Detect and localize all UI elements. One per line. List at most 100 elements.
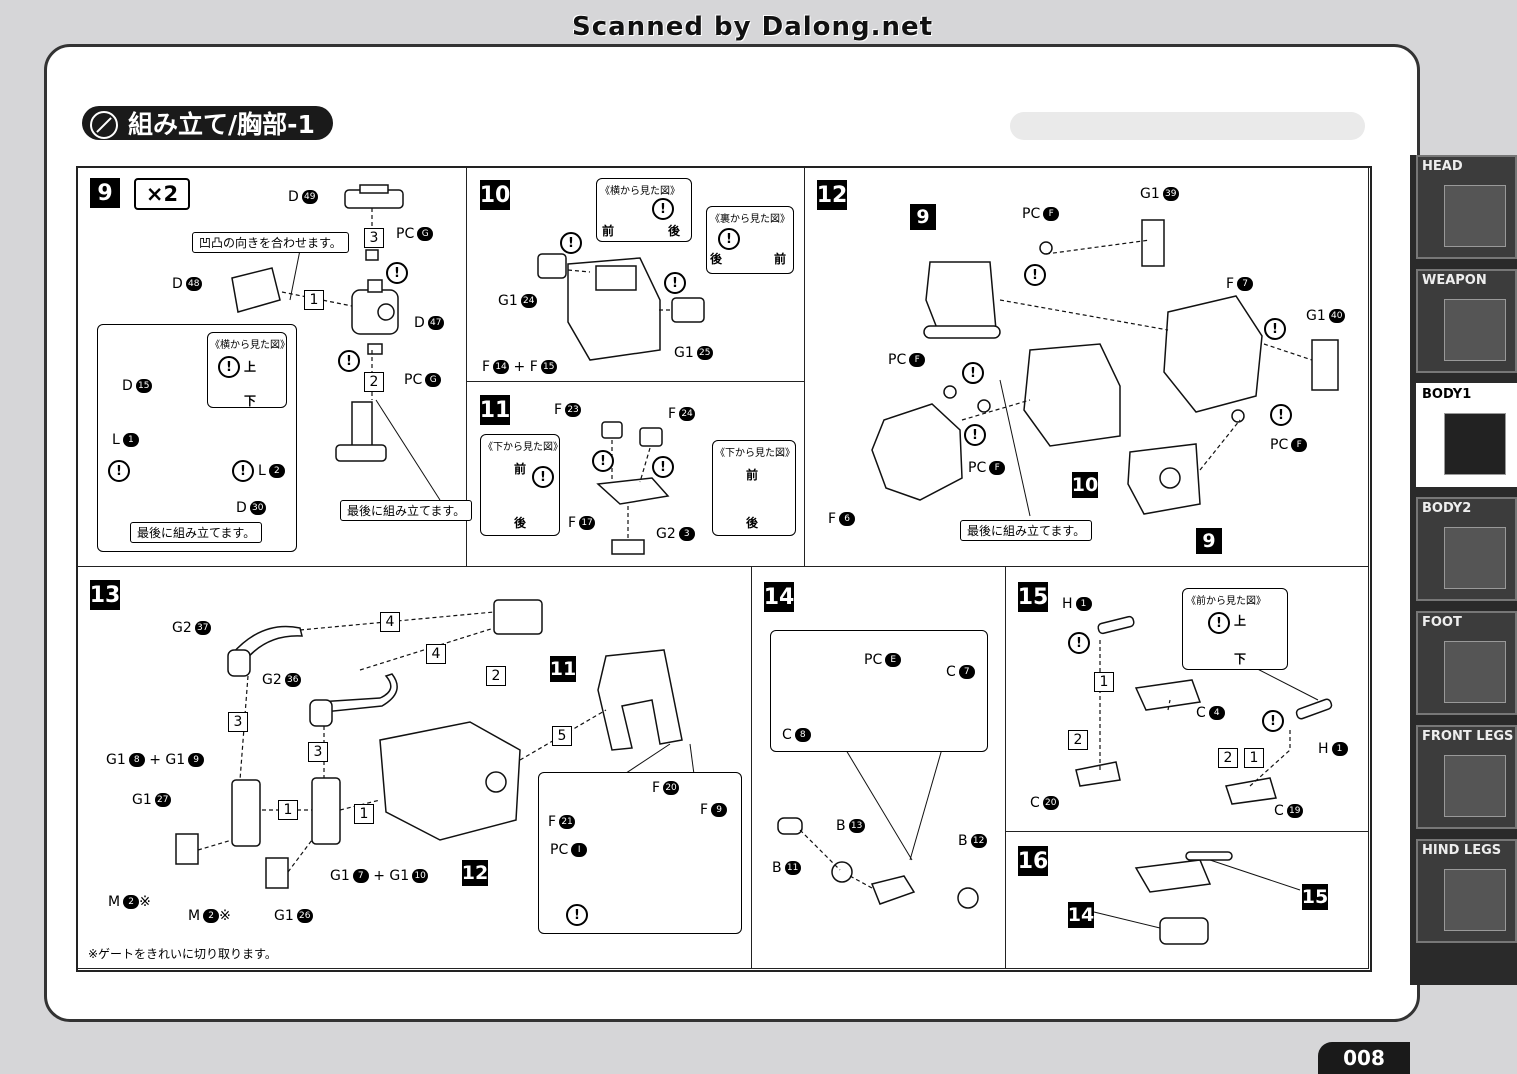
assembled-hips-drawing <box>1134 851 1233 945</box>
tab-body2[interactable]: BODY2 <box>1416 497 1517 601</box>
part-f17-drawing <box>611 539 645 555</box>
warning-icon: ! <box>386 262 408 284</box>
side-view-inset <box>596 178 692 242</box>
part-b-body-drawing <box>870 875 916 905</box>
ref-subassembly-9: 9 <box>1196 528 1222 554</box>
label-down: 下 <box>244 394 257 408</box>
chest-core-drawing <box>379 721 521 841</box>
side-view-caption: 《横から見た図》 <box>210 340 290 351</box>
label-front: 前 <box>746 468 759 482</box>
warning-icon: ! <box>652 456 674 478</box>
label-back: 後 <box>710 252 723 266</box>
scan-watermark: Scanned by Dalong.net <box>572 12 934 42</box>
warning-icon: ! <box>1068 632 1090 654</box>
part-g1-26-drawing <box>265 857 289 889</box>
tab-hind-legs[interactable]: HIND LEGS <box>1416 839 1517 943</box>
step-number-9: 9 <box>90 178 120 208</box>
label-up: 上 <box>244 360 257 374</box>
tab-front-legs[interactable]: FRONT LEGS <box>1416 725 1517 829</box>
pc-f-caps-drawing <box>943 241 1245 423</box>
foot-silhouette-icon <box>1444 641 1506 703</box>
label-down: 下 <box>1234 652 1247 666</box>
part-h1b-drawing <box>1295 698 1333 720</box>
seq-marker: 1 <box>1244 748 1264 768</box>
note-align-bumps: 凹凸の向きを合わせます。 <box>192 232 349 253</box>
part-g1-27-drawing <box>175 833 199 865</box>
warning-icon: ! <box>108 460 130 482</box>
section-title: 組み立て/胸部-1 <box>128 110 315 139</box>
label-front: 前 <box>774 252 787 266</box>
step-number-10: 10 <box>480 180 510 210</box>
seq-marker: 2 <box>364 372 384 392</box>
weapon-silhouette-icon <box>1444 299 1506 361</box>
part-f24-drawing <box>639 427 663 447</box>
ref-subassembly-11: 11 <box>549 656 577 682</box>
part-g2-37-drawing <box>227 625 303 677</box>
part-c19-drawing <box>1225 777 1277 805</box>
part-f6-drawing <box>871 403 963 501</box>
compass-icon <box>90 111 118 139</box>
warning-icon: ! <box>964 424 986 446</box>
warning-icon: ! <box>560 232 582 254</box>
tab-body1[interactable]: BODY1 <box>1416 383 1517 487</box>
part-d48-drawing <box>231 267 281 313</box>
frame-f9-drawing <box>597 649 683 751</box>
part-f7-drawing <box>1163 295 1263 413</box>
tab-head[interactable]: HEAD <box>1416 155 1517 259</box>
seq-marker: 3 <box>228 712 248 732</box>
ref-subassembly-12: 12 <box>461 860 489 886</box>
tab-foot[interactable]: FOOT <box>1416 611 1517 715</box>
subassembly-9a-drawing <box>923 261 1001 339</box>
part-g1-25-drawing <box>671 297 705 323</box>
tab-weapon[interactable]: WEAPON <box>1416 269 1517 373</box>
part-f23-drawing <box>601 421 623 439</box>
part-b12-drawing <box>957 887 979 909</box>
assembled-leg-drawing <box>335 401 387 462</box>
body-silhouette-icon <box>1444 413 1506 475</box>
warning-icon: ! <box>652 198 674 220</box>
ref-subassembly-15: 15 <box>1301 884 1329 910</box>
section-title-bar: 組み立て/胸部-1 <box>82 106 333 140</box>
hind-legs-silhouette-icon <box>1444 869 1506 931</box>
back-view-caption: 《裏から見た図》 <box>710 214 790 225</box>
warning-icon: ! <box>1270 404 1292 426</box>
armor-g1-8-9-drawing <box>231 779 261 847</box>
seq-marker: 1 <box>304 290 324 310</box>
pc-detail-box <box>770 630 988 752</box>
note-assemble-last-2: 最後に組み立てます。 <box>340 500 473 521</box>
step-number-15: 15 <box>1018 582 1048 612</box>
warning-icon: ! <box>1264 318 1286 340</box>
chest-block-drawing <box>567 257 661 361</box>
part-g1-39-drawing <box>1141 219 1165 267</box>
bottom-view-inset <box>712 440 796 536</box>
page-number: 008 <box>1318 1042 1410 1074</box>
note-assemble-last: 最後に組み立てます。 <box>130 522 263 543</box>
bottom-view-caption: 《下から見た図》 <box>483 442 563 453</box>
label-back: 後 <box>668 224 681 238</box>
part-d49-drawing <box>344 184 404 209</box>
head-silhouette-icon <box>1444 185 1506 247</box>
seq-marker: 5 <box>552 726 572 746</box>
